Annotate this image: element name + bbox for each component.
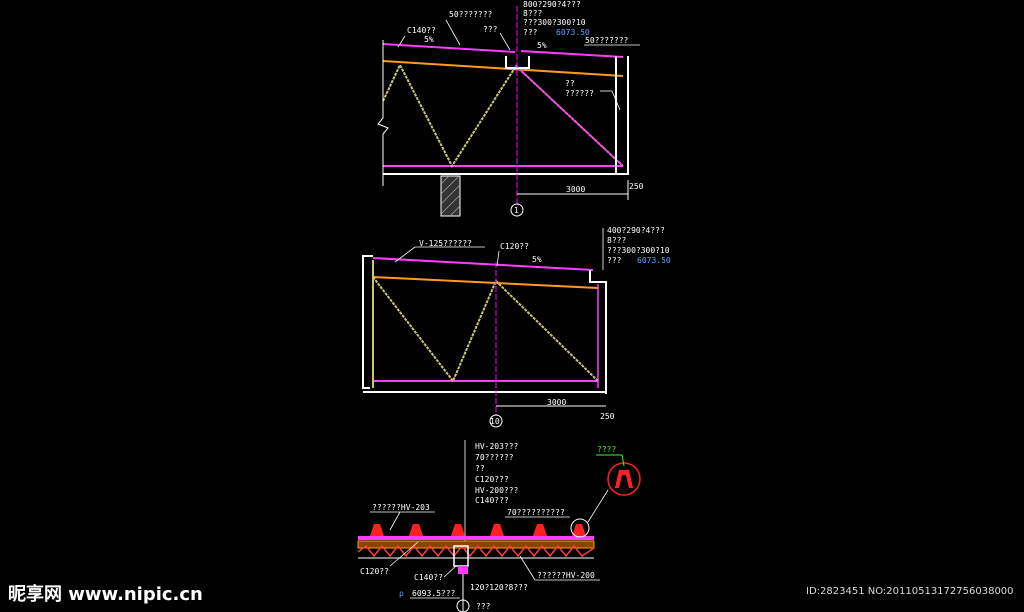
callout-1: 800?290?4??? <box>523 0 581 9</box>
leader <box>499 32 511 51</box>
label-c140: C140?? <box>407 26 436 35</box>
label-hv200: ??????HV-200 <box>537 571 595 580</box>
leader <box>621 454 625 467</box>
callout-1: 400?290?4??? <box>607 226 665 235</box>
enlarged-detail-circle <box>607 462 641 496</box>
top-chord <box>382 60 624 77</box>
image-id: ID:2823451 NO:20110513172756038000 <box>806 586 1014 597</box>
leader <box>389 541 419 567</box>
watermark: 昵享网 www.nipic.cn <box>8 584 203 605</box>
label-50-left: 50??????? <box>449 10 493 19</box>
left-wall <box>362 255 373 389</box>
parapet-wall <box>589 270 607 394</box>
dim-250: 250 <box>629 182 644 191</box>
corrugated-deck <box>357 544 595 558</box>
leader <box>496 250 500 267</box>
web-members <box>372 276 599 383</box>
leader <box>445 19 461 46</box>
stack-1: HV-203??? <box>475 442 519 451</box>
green-label: ???? <box>597 445 616 454</box>
axis-bubble <box>510 203 524 217</box>
leader <box>519 555 536 581</box>
parapet-wall <box>615 56 629 175</box>
label-70: 70?????????? <box>507 508 565 517</box>
label-q6: ?????? <box>565 89 594 98</box>
axis-bubble <box>489 414 503 428</box>
label-c120: C120?? <box>360 567 389 576</box>
callout-2: 8??? <box>607 236 626 245</box>
stack-2: 70?????? <box>475 453 514 462</box>
callout-2: 8??? <box>523 9 542 18</box>
leader <box>587 489 609 523</box>
top-chord <box>372 276 599 289</box>
dim-3000: 3000 <box>566 185 585 194</box>
column-hatch <box>440 175 461 217</box>
callout-4: ??? <box>523 28 538 37</box>
slope-right: 5% <box>537 41 547 50</box>
dim-250: 250 <box>600 412 615 421</box>
stack-3: ?? <box>475 464 485 473</box>
leader <box>394 246 416 263</box>
web-members <box>382 62 624 169</box>
roof-purlin-right <box>520 50 624 58</box>
support-column <box>440 175 461 217</box>
detail-callout-circle <box>570 518 590 538</box>
truss-detail-1: 1 3000 250 C140?? 50??????? 5% ??? 5% 50… <box>377 0 644 217</box>
label-50-right: 50??????? <box>585 36 629 45</box>
label-v125: V-125?????? <box>419 239 472 248</box>
label-bottom: ??? <box>476 602 491 611</box>
stack-4: C120??? <box>475 475 509 484</box>
stack-6: C140??? <box>475 496 509 505</box>
axis-bubble <box>456 599 470 612</box>
leader <box>611 90 621 111</box>
slope-left: 5% <box>424 35 434 44</box>
enlarged-rib <box>615 470 633 488</box>
leader <box>389 511 401 531</box>
callout-3: ???300?300?10 <box>523 18 586 27</box>
label-120: 120?120?8??? <box>470 583 528 592</box>
dim-3000: 3000 <box>547 398 566 407</box>
label-qq: ??? <box>483 25 498 34</box>
break-line <box>377 40 389 186</box>
purlin-plate <box>458 566 468 574</box>
label-c120: C120?? <box>500 242 529 251</box>
elevation-2: 6073.50 <box>637 256 671 265</box>
panel-ribs <box>370 524 586 536</box>
roof-purlin <box>372 257 594 271</box>
elevation-1: 6073.50 <box>556 28 590 37</box>
leader <box>397 35 406 48</box>
elevation-3: 6093.5??? <box>412 589 456 598</box>
label-hv203: ??????HV-203 <box>372 503 430 512</box>
axis-number: 10 <box>490 417 500 426</box>
roof-panel-detail: HV-203??? 70?????? ?? C120??? HV-200??? … <box>357 440 641 612</box>
elevation-3-marker: ρ <box>399 589 404 598</box>
axis-number: 1 <box>514 206 519 215</box>
callout-3: ???300?300?10 <box>607 246 670 255</box>
stack-5: HV-200??? <box>475 486 519 495</box>
diagonal-brace <box>515 65 624 167</box>
slope-label: 5% <box>532 255 542 264</box>
callout-4: ??? <box>607 256 622 265</box>
truss-detail-2: 10 3000 250 V-125?????? C120?? 5% 400?29… <box>362 226 671 428</box>
top-sheet <box>358 536 594 540</box>
label-q2: ?? <box>565 79 575 88</box>
label-c140: C140?? <box>414 573 443 582</box>
leader <box>443 565 457 578</box>
roof-purlin-left <box>382 43 516 53</box>
purlin-section <box>453 545 469 567</box>
